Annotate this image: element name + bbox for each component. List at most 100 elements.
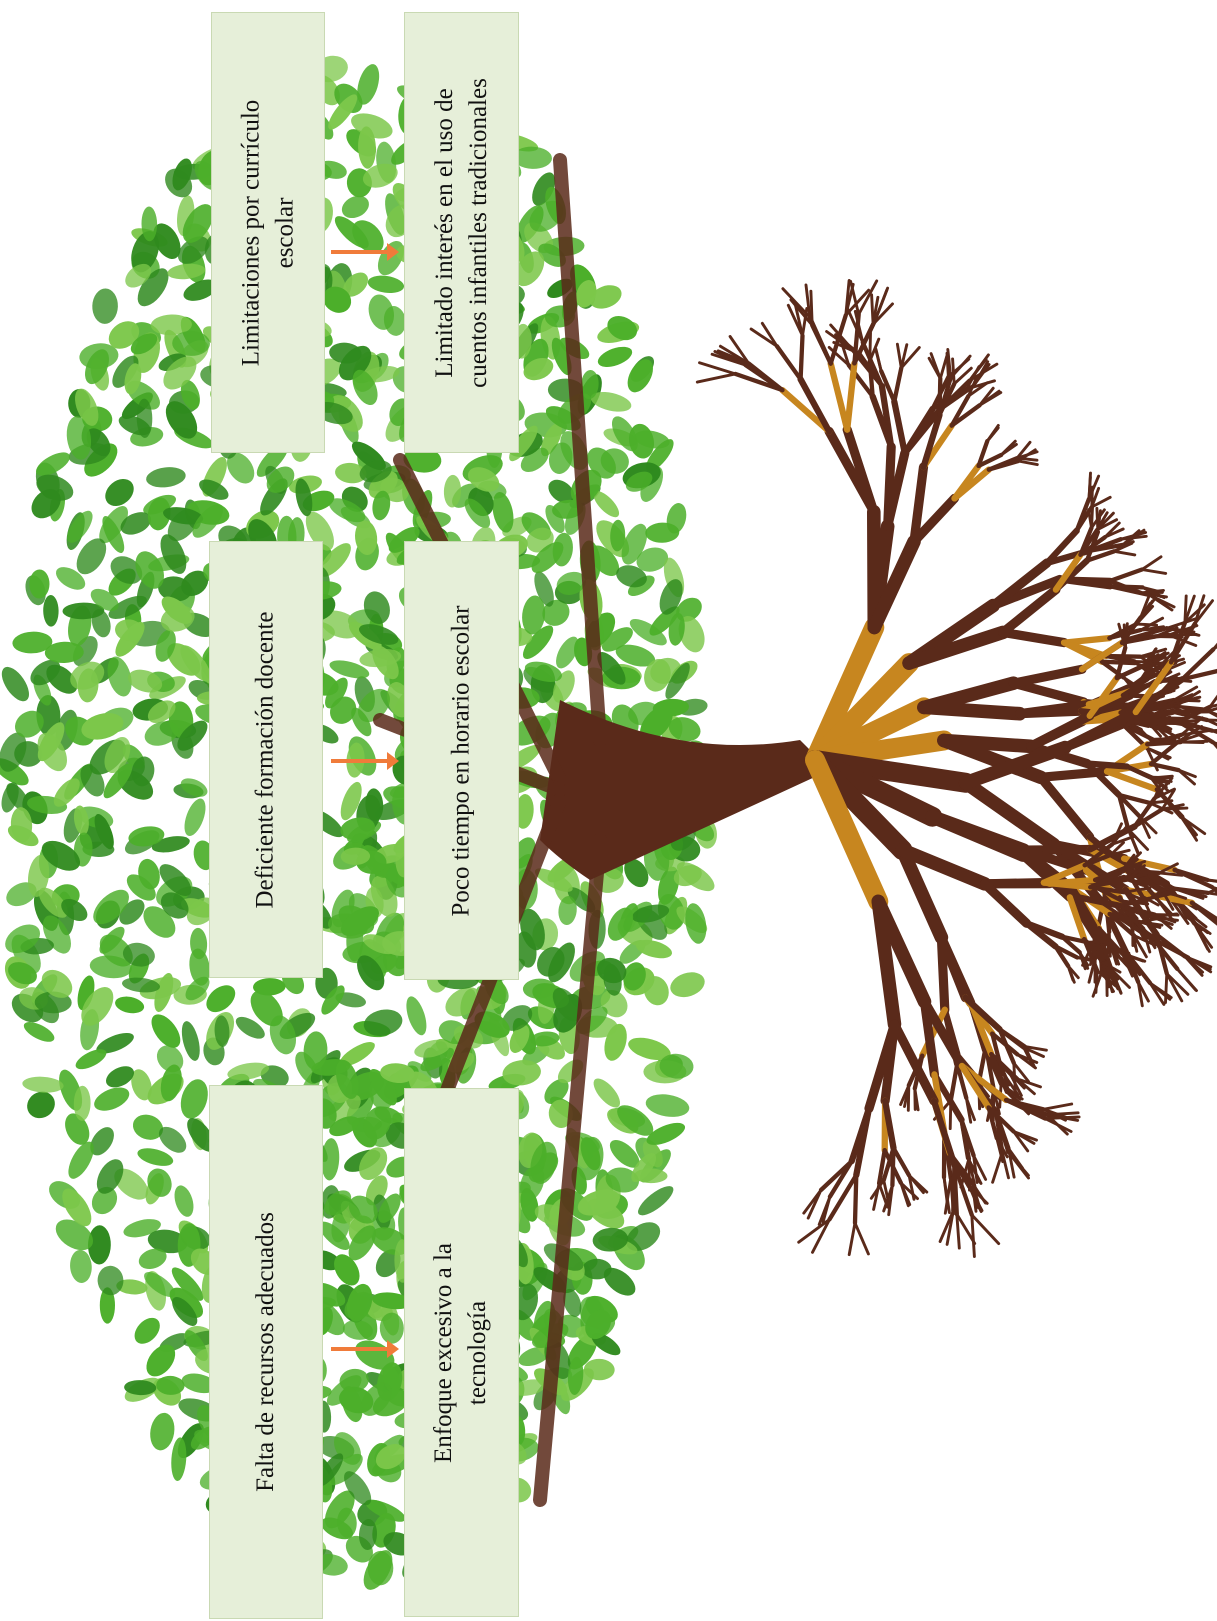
- leaf-shape: [177, 236, 209, 264]
- root-branch: [1135, 622, 1159, 627]
- leaf-shape: [80, 764, 105, 797]
- root-branch: [797, 1217, 831, 1244]
- root-branch: [930, 1097, 958, 1169]
- cause-text-line: Deficiente formación docente: [252, 610, 280, 909]
- leaf-shape: [5, 924, 41, 954]
- root-branch: [1122, 873, 1144, 881]
- leaf-shape: [180, 379, 200, 410]
- root-branch: [1132, 934, 1157, 947]
- leaf-shape: [144, 721, 179, 746]
- leaf-shape: [103, 763, 133, 799]
- root-branch: [998, 585, 1061, 638]
- root-branch: [909, 462, 929, 547]
- leaf-shape: [340, 781, 362, 821]
- root-branch: [919, 996, 940, 1080]
- cause-box-curriculo: Limitaciones por currículo escolar: [211, 12, 325, 453]
- root-branch: [1164, 972, 1169, 1004]
- leaf-shape: [646, 1122, 686, 1145]
- root-branch: [1016, 448, 1037, 463]
- root-branch: [1157, 862, 1179, 875]
- leaf-shape: [524, 661, 563, 682]
- root-branch: [1150, 776, 1171, 785]
- root-branch: [1122, 890, 1149, 903]
- root-branch: [1103, 527, 1125, 539]
- root-branch: [1083, 760, 1131, 770]
- leaf-shape: [135, 551, 165, 589]
- root-branch: [1176, 732, 1203, 744]
- leaf-shape: [186, 897, 217, 926]
- root-branch: [1174, 690, 1201, 708]
- root-branch: [1155, 897, 1174, 916]
- leaf-shape: [329, 660, 370, 679]
- root-branch: [1090, 486, 1101, 509]
- leaf-shape: [321, 985, 345, 1015]
- leaf-shape: [184, 798, 206, 837]
- root-branch: [1110, 834, 1137, 846]
- root-branch: [1045, 1113, 1069, 1136]
- leaf-shape: [351, 707, 372, 737]
- root-branch: [1120, 899, 1139, 920]
- leaf-shape: [37, 732, 67, 772]
- root-branch: [718, 344, 751, 365]
- leaf-shape: [659, 1053, 694, 1079]
- root-branch: [929, 352, 942, 381]
- leaf-shape: [114, 1168, 149, 1200]
- root-branch: [1007, 1147, 1016, 1179]
- leaf-shape: [548, 1099, 573, 1128]
- leaf-shape: [22, 1076, 64, 1093]
- leaf-shape: [531, 541, 564, 574]
- leaf-shape: [55, 567, 86, 590]
- leaf-shape: [150, 314, 192, 336]
- leaf-shape: [610, 519, 626, 552]
- leaf-shape: [27, 1091, 55, 1119]
- root-branch: [1141, 585, 1166, 600]
- leaf-shape: [638, 1186, 674, 1216]
- root-branch: [1023, 920, 1066, 940]
- root-branch: [1043, 527, 1080, 567]
- leaf-shape: [363, 1550, 393, 1590]
- root-branch: [1059, 934, 1082, 955]
- root-branch: [713, 350, 747, 367]
- leaf-shape: [589, 545, 620, 576]
- leaf-shape: [467, 467, 500, 492]
- root-branch: [1101, 961, 1122, 974]
- root-branch: [972, 363, 991, 388]
- leaf-shape: [174, 1185, 194, 1217]
- leaf-shape: [629, 618, 667, 646]
- root-branch: [1107, 911, 1137, 938]
- root-branch: [827, 345, 851, 367]
- root-branch: [1112, 549, 1137, 557]
- root-branch: [1147, 892, 1173, 901]
- root-branch: [1008, 664, 1087, 688]
- leaf-shape: [492, 492, 514, 533]
- root-branch: [882, 1178, 891, 1207]
- leaf-shape: [590, 391, 632, 412]
- effect-text-line: Poco tiempo en horario escolar: [447, 604, 475, 917]
- leaf-shape: [87, 1225, 111, 1265]
- leaf-shape: [362, 934, 397, 955]
- root-branch: [995, 1136, 1005, 1164]
- leaf-shape: [235, 1016, 265, 1039]
- root-branch: [1114, 645, 1128, 681]
- root-branch: [1073, 893, 1104, 941]
- leaf-shape: [147, 497, 171, 531]
- root-branch: [1004, 1097, 1046, 1112]
- leaf-shape: [124, 1380, 157, 1396]
- root-branch: [1117, 903, 1154, 919]
- leaf-shape: [23, 1022, 55, 1042]
- root-branch: [1210, 885, 1217, 895]
- leaf-shape: [160, 892, 189, 919]
- root-branch: [968, 353, 990, 383]
- leaf-shape: [616, 565, 647, 588]
- root-branch: [1015, 440, 1032, 460]
- leaf-shape: [593, 1078, 621, 1108]
- leaf-shape: [130, 333, 158, 355]
- leaf-shape: [355, 520, 378, 556]
- leaf-shape: [628, 1037, 671, 1061]
- leaf-shape: [548, 479, 575, 504]
- leaf-shape: [96, 1033, 134, 1054]
- leaf-shape: [597, 957, 627, 984]
- leaf-shape: [126, 874, 156, 901]
- leaf-shape: [329, 1116, 360, 1137]
- effect-text: Enfoque excesivo a la tecnología: [428, 1242, 496, 1462]
